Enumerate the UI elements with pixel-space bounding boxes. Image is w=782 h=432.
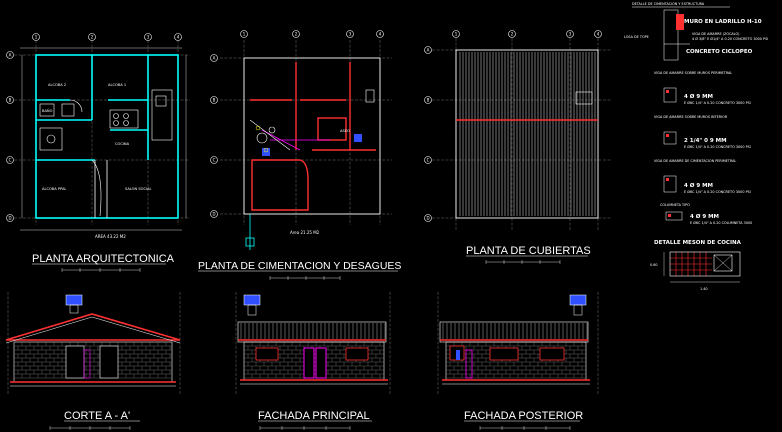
room-label-alcoba2: ALCOBA 2 xyxy=(48,83,66,87)
svg-text:3: 3 xyxy=(569,32,572,37)
svg-text:1: 1 xyxy=(243,32,246,37)
detail-meson-title: DETALLE MESON DE COCINA xyxy=(654,240,742,246)
svg-text:4: 4 xyxy=(379,32,382,37)
detail-spec1-sub: E Ø6C 1/4" A 0.20 CONCRETO 3000 PSI xyxy=(684,100,751,105)
detail-viga-cimentacion: VIGA DE AMARRE DE CIMENTACION PERIMETRAL xyxy=(654,159,736,163)
svg-text:D: D xyxy=(212,212,215,217)
detail-muro: MURO EN LADRILLO H-10 xyxy=(684,19,762,25)
svg-text:2: 2 xyxy=(295,32,298,37)
axis-bubbles-plan1: 1 2 3 4 A B C D xyxy=(6,33,182,222)
area-label: AREA 43.22 M2 xyxy=(95,234,126,239)
svg-text:4: 4 xyxy=(177,35,180,40)
detail-spec3: 4 Ø 9 MM xyxy=(684,182,713,189)
svg-text:A: A xyxy=(9,53,12,58)
detail-header: DETALLE DE CIMENTACION Y ESTRUCTURA xyxy=(632,2,705,6)
detail-meson-dim-h: 0.60 xyxy=(650,263,658,267)
detail-spec4-sub: E Ø6C 1/4" A 0.20 COLUMNETA 3000 xyxy=(690,220,752,225)
detail-viga-perimetral: VIGA DE AMARRE SOBRE MUROS PERIMETRAL xyxy=(654,71,732,75)
detail-viga-interior: VIGA DE AMARRE SOBRE MUROS INTERIOR xyxy=(654,115,728,119)
svg-text:3: 3 xyxy=(147,35,150,40)
detail-spec3-sub: E Ø6C 1/4" A 0.20 CONCRETO 3000 PSI xyxy=(684,189,751,194)
fachada-posterior: FACHADA POSTERIOR xyxy=(437,292,599,430)
title-fachada-posterior: FACHADA POSTERIOR xyxy=(464,410,583,422)
svg-text:1: 1 xyxy=(35,35,38,40)
detail-columneta: COLUMNETA TIPO xyxy=(660,203,690,207)
svg-text:B: B xyxy=(427,98,430,103)
title-corte: CORTE A - A' xyxy=(64,410,130,422)
room-label-aseo: ASEO xyxy=(340,129,350,133)
axis-bubbles-plan2: 1 2 3 4 A B C D xyxy=(210,30,384,218)
svg-text:D: D xyxy=(8,216,11,221)
detail-spec4: 4 Ø 9 MM xyxy=(690,213,719,220)
svg-text:C: C xyxy=(213,158,216,163)
room-label-alcoba1: ALCOBA 1 xyxy=(108,83,126,87)
fachada-principal: FACHADA PRINCIPAL xyxy=(235,292,391,430)
svg-text:D: D xyxy=(426,216,429,221)
svg-text:A: A xyxy=(213,56,216,61)
title-planta-cubiertas: PLANTA DE CUBIERTAS xyxy=(466,245,591,257)
detail-concreto: CONCRETO CICLOPEO xyxy=(686,49,753,55)
svg-text:C: C xyxy=(9,158,12,163)
detail-panel: DETALLE DE CIMENTACION Y ESTRUCTURA MURO… xyxy=(624,2,768,291)
detail-spec1: 4 Ø 9 MM xyxy=(684,93,713,100)
axis-bubbles-plan3: 1 2 3 4 A B C D xyxy=(424,30,602,222)
svg-text:2: 2 xyxy=(511,32,514,37)
svg-text:3: 3 xyxy=(349,32,352,37)
svg-text:B: B xyxy=(9,98,12,103)
svg-text:2: 2 xyxy=(91,35,94,40)
svg-text:B: B xyxy=(213,98,216,103)
svg-text:C: C xyxy=(427,158,430,163)
room-label-alcoba-ppal: ALCOBA PPAL xyxy=(42,187,66,191)
room-label-bano: BAÑO xyxy=(42,108,53,113)
room-label-cocina: COCINA xyxy=(115,142,130,146)
title-fachada-principal: FACHADA PRINCIPAL xyxy=(258,410,370,422)
svg-text:1: 1 xyxy=(455,32,458,37)
detail-spec2-sub: E Ø6C 1/4" A 0.20 CONCRETO 3000 PSI xyxy=(684,144,751,149)
detail-left-label: LOSA DE TOPE xyxy=(624,35,649,39)
detail-viga-amarre-sub: 4 Ø 3/8" E Ø1/4" A 0.20 CONCRETO 3000 PS… xyxy=(692,36,768,41)
detail-viga-amarre: VIGA DE AMARRE (ZOCALO) xyxy=(692,32,740,36)
area-label-cimentacion: Area 21.25 M2 xyxy=(290,230,320,235)
planta-cimentacion: ASEO Area 21.25 M2 1 2 3 4 A B C D PLANT… xyxy=(198,30,401,280)
room-label-salon-social: SALON SOCIAL xyxy=(125,187,151,191)
planta-cubiertas: 1 2 3 4 A B C D PLANTA DE CUBIERTAS xyxy=(424,30,612,264)
title-planta-cimentacion: PLANTA DE CIMENTACION Y DESAGUES xyxy=(198,260,401,272)
title-planta-arquitectonica: PLANTA ARQUITECTONICA xyxy=(32,253,175,265)
planta-arquitectonica: ALCOBA 2 ALCOBA 1 BAÑO COCINA ALCOBA PPA… xyxy=(6,33,190,272)
corte-aa: CORTE A - A' xyxy=(5,292,181,430)
detail-spec2: 2 1/4" 0 9 MM xyxy=(684,138,727,144)
svg-text:4: 4 xyxy=(597,32,600,37)
detail-meson-dim: 1.40 xyxy=(700,287,708,291)
svg-text:A: A xyxy=(427,48,430,53)
